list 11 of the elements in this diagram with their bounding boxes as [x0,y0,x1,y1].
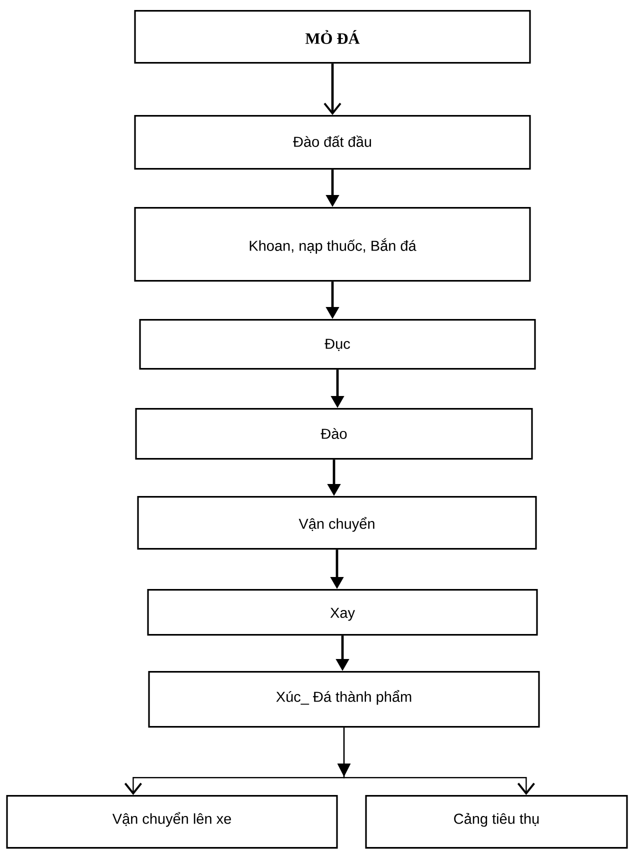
process-box: Xúc_ Đá thành phẩm [148,671,540,728]
process-box: Cảng tiêu thụ [365,795,628,849]
process-box: Vận chuyển [137,496,537,550]
process-box: Đục [139,319,536,370]
process-box: Đào [135,408,533,460]
process-box: Khoan, nạp thuốc, Bắn đá [134,207,531,282]
title-box: MỎ ĐÁ [134,10,531,64]
process-box: Xay [147,589,538,636]
process-box: Vận chuyển lên xe [6,795,338,849]
arrow [324,64,342,115]
process-box: Đào đất đầu [134,115,531,170]
